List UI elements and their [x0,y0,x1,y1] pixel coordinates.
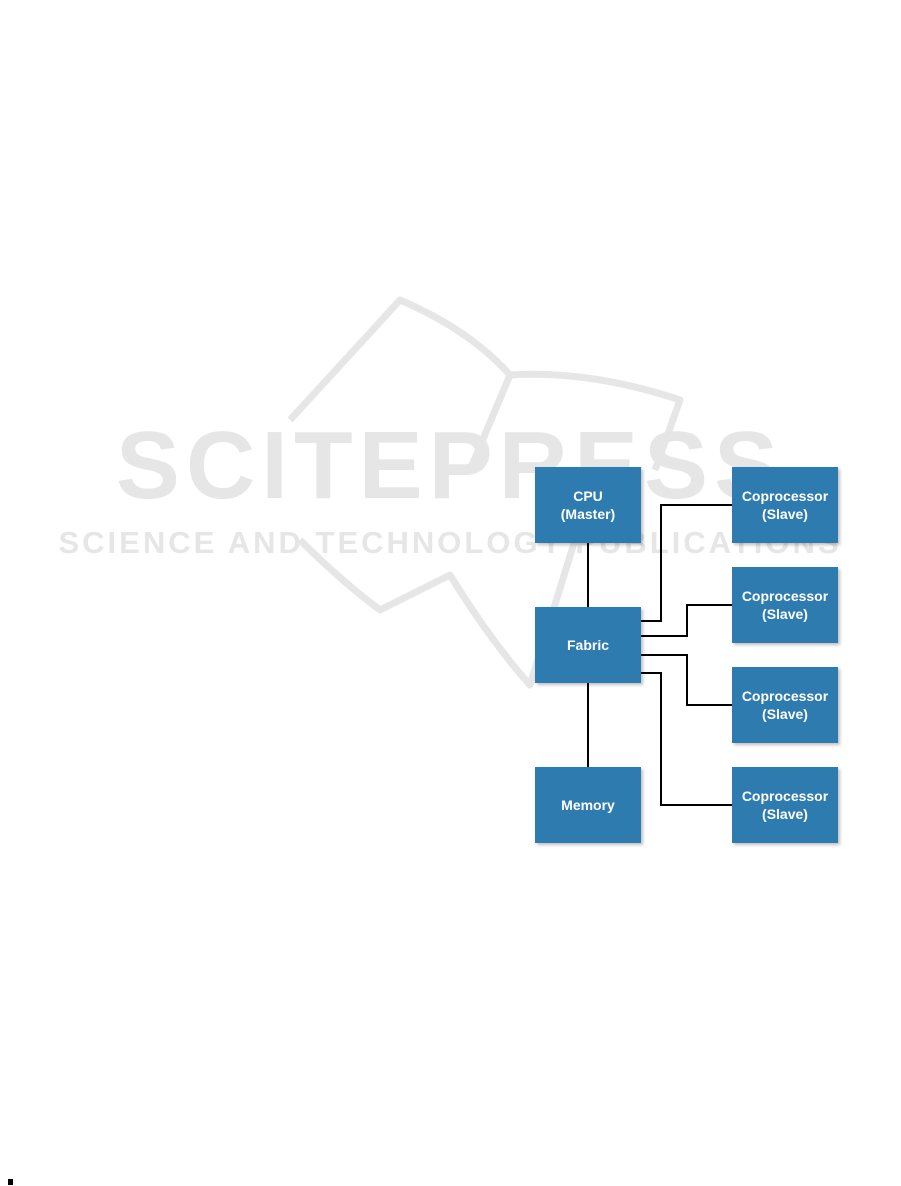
coprocessor-block-4: Coprocessor (Slave) [732,767,838,843]
coprocessor-label: Coprocessor [742,487,828,505]
coprocessor-role-label: (Slave) [762,805,808,823]
edge-fabric-coprocessor-3 [641,655,732,705]
coprocessor-label: Coprocessor [742,687,828,705]
cpu-label: CPU [573,487,603,505]
coprocessor-label: Coprocessor [742,587,828,605]
coprocessor-block-2: Coprocessor (Slave) [732,567,838,643]
coprocessor-role-label: (Slave) [762,505,808,523]
page-corner-marker [8,1179,13,1185]
cpu-role-label: (Master) [561,505,615,523]
coprocessor-role-label: (Slave) [762,605,808,623]
coprocessor-block-3: Coprocessor (Slave) [732,667,838,743]
coprocessor-label: Coprocessor [742,787,828,805]
coprocessor-block-1: Coprocessor (Slave) [732,467,838,543]
memory-label: Memory [561,796,615,814]
coprocessor-role-label: (Slave) [762,705,808,723]
fabric-label: Fabric [567,636,609,654]
fabric-block: Fabric [535,607,641,683]
edge-fabric-coprocessor-1 [641,505,732,621]
memory-block: Memory [535,767,641,843]
cpu-master-block: CPU (Master) [535,467,641,543]
